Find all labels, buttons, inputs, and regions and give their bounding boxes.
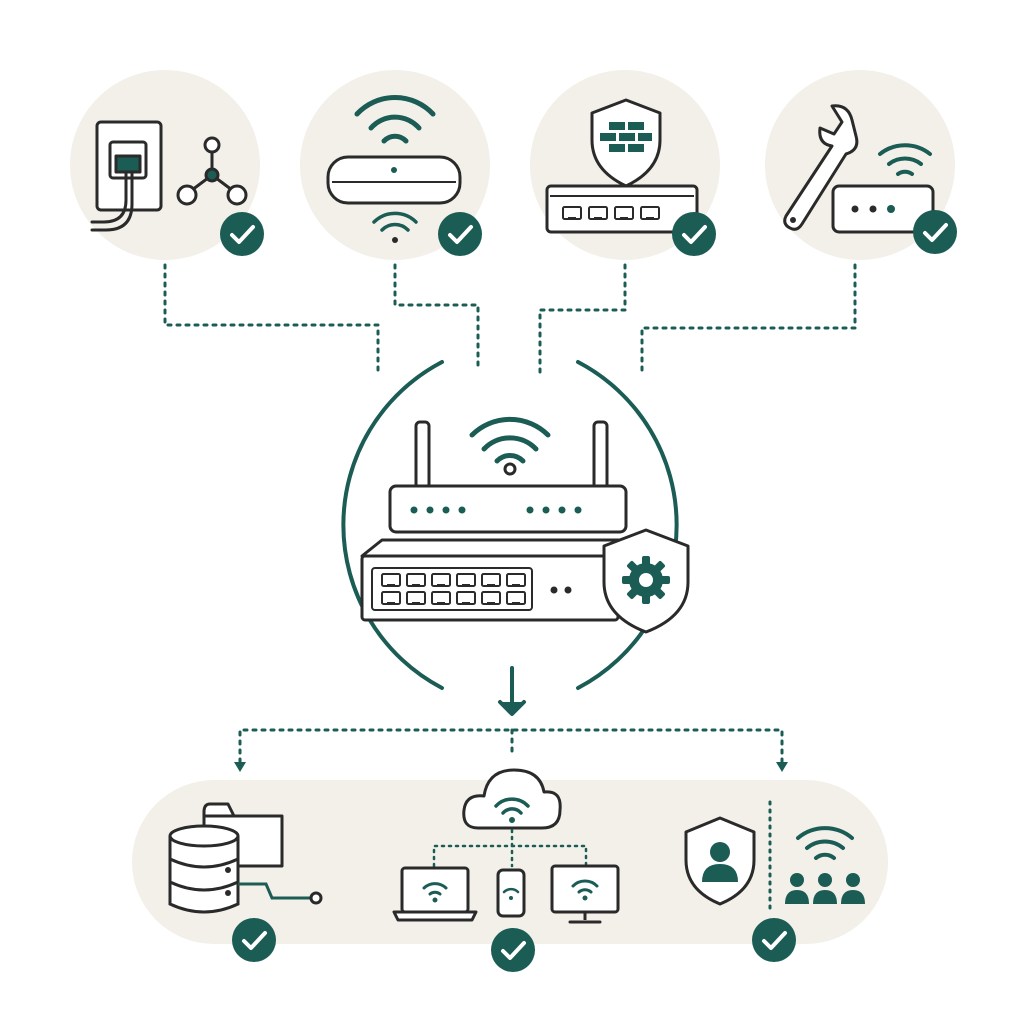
top-node-3 bbox=[530, 70, 720, 260]
laptop-icon bbox=[392, 866, 478, 922]
wifi-icon bbox=[354, 95, 436, 144]
user-shield-icon bbox=[684, 816, 756, 906]
hub bbox=[341, 360, 690, 690]
wall-outlet-icon bbox=[90, 120, 163, 232]
network-switch-icon bbox=[545, 184, 699, 234]
hub-ring bbox=[341, 360, 679, 690]
check-badge-icon bbox=[218, 210, 266, 258]
top-node-4 bbox=[765, 70, 959, 260]
phone-icon bbox=[496, 868, 526, 918]
top-node-1 bbox=[70, 70, 266, 260]
node-circle bbox=[70, 70, 260, 260]
check-badge-icon bbox=[911, 208, 959, 256]
wrench-icon bbox=[783, 104, 859, 231]
top-node-2 bbox=[300, 70, 490, 260]
wifi-icon bbox=[796, 826, 854, 860]
bottom-panel bbox=[132, 768, 888, 974]
gear-shield-icon bbox=[602, 528, 690, 634]
wifi-icon bbox=[469, 416, 551, 476]
check-badge-icon bbox=[750, 916, 798, 964]
access-point-icon bbox=[326, 155, 462, 205]
device-connectors bbox=[432, 828, 588, 868]
bottom-connectors bbox=[238, 728, 784, 764]
users-group-icon bbox=[785, 873, 865, 904]
monitor-icon bbox=[550, 864, 620, 924]
database-icon bbox=[168, 824, 240, 914]
bottom-group-2 bbox=[392, 768, 620, 974]
panel-background bbox=[132, 780, 888, 944]
modem-icon bbox=[831, 184, 935, 234]
check-badge-icon bbox=[230, 916, 278, 964]
wifi-icon bbox=[878, 143, 932, 176]
cloud-wifi-icon bbox=[462, 768, 562, 830]
top-connectors bbox=[163, 263, 857, 377]
switch-icon bbox=[360, 538, 622, 622]
wifi-small-icon bbox=[372, 211, 418, 243]
arrow-heads bbox=[234, 762, 788, 772]
bottom-group-1 bbox=[168, 802, 323, 964]
network-topology-icon bbox=[176, 136, 248, 206]
check-badge-icon bbox=[670, 210, 718, 258]
down-arrow-icon bbox=[498, 666, 526, 716]
check-badge-icon bbox=[489, 926, 537, 974]
bottom-group-3 bbox=[684, 800, 865, 964]
connector-icon bbox=[238, 882, 323, 905]
router-icon bbox=[388, 420, 628, 534]
check-badge-icon bbox=[436, 210, 484, 258]
